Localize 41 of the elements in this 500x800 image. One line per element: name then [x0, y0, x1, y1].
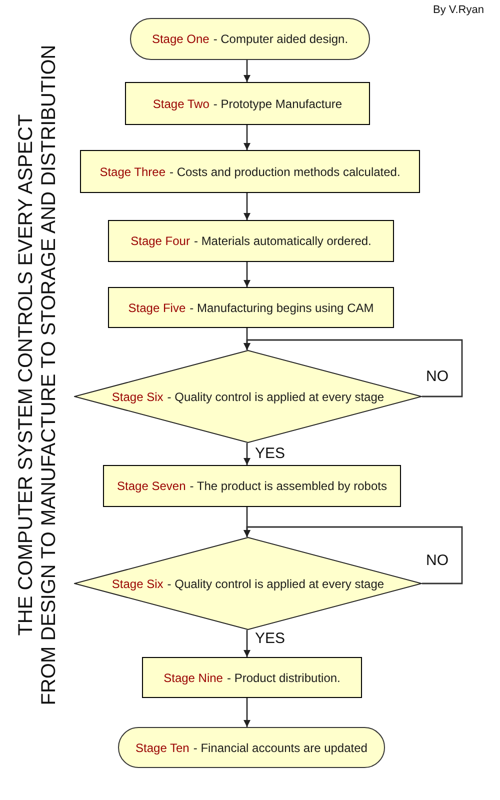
process-box: [80, 150, 420, 193]
process-box: [108, 287, 394, 328]
author-credit: By V.Ryan: [433, 4, 484, 16]
stage-name: Stage Four: [130, 234, 190, 248]
stage-text: - Costs and production methods calculated.: [170, 164, 400, 178]
stage-name: Stage One: [152, 32, 210, 46]
arrow: [244, 125, 250, 150]
stage-text: - Manufacturing begins using CAM: [190, 300, 374, 314]
stage-name: Stage Six: [112, 576, 164, 590]
stage-name: Stage Ten: [136, 740, 190, 754]
stage-text: - Financial accounts are updated: [193, 740, 368, 754]
arrow: [244, 443, 250, 465]
stage-text: - Computer aided design.: [213, 32, 348, 46]
terminal-box: [118, 727, 385, 768]
process-box: [103, 465, 401, 507]
stage-text: - Product distribution.: [226, 670, 340, 684]
stage-text: - The product is assembled by robots: [190, 479, 387, 493]
stage-name: Stage Six: [112, 390, 164, 404]
arrow: [244, 698, 250, 727]
terminal-box: [130, 18, 370, 60]
stage-name: Stage Three: [100, 164, 166, 178]
arrow: [244, 262, 250, 287]
stage-text: - Quality control is applied at every stage: [167, 576, 384, 590]
stage-name: Stage Nine: [164, 670, 223, 684]
arrow: [244, 60, 250, 82]
arrow: [244, 193, 250, 220]
decision-diamond: [74, 537, 422, 630]
feedback-arrow: [244, 339, 463, 398]
process-box: [108, 220, 394, 262]
stage-name: Stage Seven: [117, 479, 186, 493]
feedback-arrow: [244, 526, 463, 584]
arrow: [244, 630, 250, 657]
process-box: [125, 82, 370, 125]
decision-diamond: [74, 350, 422, 443]
process-box: [142, 657, 362, 698]
vertical-title: THE COMPUTER SYSTEM CONTROLS EVERY ASPECT FROM DESIGN TO MANUFACTURE TO STORAGE AND DISTRIBUTION: [14, 44, 60, 708]
stage-text: - Prototype Manufacture: [213, 96, 342, 110]
stage-name: Stage Two: [152, 96, 210, 110]
stage-text: - Quality control is applied at every stage: [167, 390, 384, 404]
stage-text: - Materials automatically ordered.: [194, 234, 372, 248]
stage-name: Stage Five: [128, 300, 186, 314]
